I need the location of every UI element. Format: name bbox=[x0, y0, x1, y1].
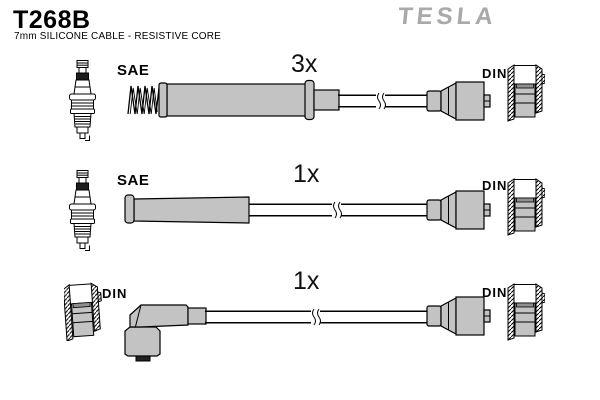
din-socket-section-icon bbox=[64, 282, 102, 341]
tesla-brand-logo: TESLA bbox=[396, 3, 499, 30]
din-socket-section-icon bbox=[507, 178, 545, 236]
din-socket-section-icon bbox=[507, 64, 545, 122]
spark-plug-icon bbox=[69, 60, 96, 141]
row3-right-din-label: DIN bbox=[482, 285, 508, 300]
row1-sae-label: SAE bbox=[117, 62, 150, 79]
angled-90-boot-icon bbox=[124, 304, 207, 362]
row3-quantity-label: 1x bbox=[293, 267, 320, 295]
cable-spec-subtitle: 7mm SILICONE CABLE - RESISTIVE CORE bbox=[14, 31, 222, 42]
cable-with-break-icon bbox=[249, 201, 427, 219]
row1-din-label: DIN bbox=[482, 66, 508, 81]
spark-plug-icon bbox=[69, 170, 96, 251]
din-boot-icon bbox=[426, 190, 491, 230]
row3-left-din-label: DIN bbox=[102, 286, 128, 301]
part-number: T268B bbox=[13, 6, 91, 34]
din-boot-icon bbox=[426, 296, 491, 336]
row1-quantity-label: 3x bbox=[291, 50, 318, 78]
din-boot-icon bbox=[426, 81, 491, 121]
straight-boot-icon bbox=[124, 194, 250, 224]
cable-with-break-icon bbox=[337, 92, 429, 110]
din-socket-section-icon bbox=[507, 283, 545, 341]
long-straight-boot-icon bbox=[158, 79, 340, 121]
row2-quantity-label: 1x bbox=[293, 160, 320, 188]
cable-with-break-icon bbox=[205, 308, 427, 326]
row2-din-label: DIN bbox=[482, 178, 508, 193]
row2-sae-label: SAE bbox=[117, 172, 150, 189]
